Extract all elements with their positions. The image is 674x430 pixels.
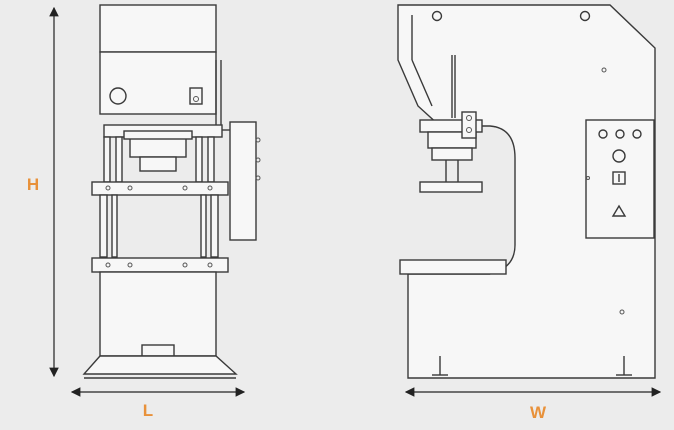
panel-switch <box>612 171 626 185</box>
front-top-housing <box>99 4 217 53</box>
dimension-length: L <box>70 387 246 420</box>
front-base-pedestal <box>99 271 217 357</box>
length-label: L <box>143 401 153 420</box>
panel-button-3 <box>632 129 642 139</box>
dimension-height: H <box>27 6 59 378</box>
front-small-switch <box>189 87 203 105</box>
front-side-control-box <box>229 121 257 241</box>
side-hole-left <box>431 10 443 22</box>
panel-button-1 <box>598 129 608 139</box>
front-view-press <box>82 4 261 379</box>
side-hole-right <box>579 10 591 22</box>
warning-triangle-icon <box>611 204 627 217</box>
front-ram-block <box>129 136 187 158</box>
side-tool-plate <box>419 181 483 193</box>
side-work-table <box>399 259 507 275</box>
side-control-panel <box>585 119 655 239</box>
front-column-left <box>99 194 108 258</box>
front-base-foot <box>82 355 238 375</box>
dimension-width: W <box>404 387 662 422</box>
panel-selector-knob <box>612 149 626 163</box>
front-column-right <box>210 194 219 258</box>
width-label: W <box>530 403 547 422</box>
front-middle-crosshead <box>91 181 229 196</box>
height-label: H <box>27 175 39 194</box>
panel-button-2 <box>615 129 625 139</box>
front-gauge-circle <box>109 87 127 105</box>
side-view-press <box>397 4 656 379</box>
